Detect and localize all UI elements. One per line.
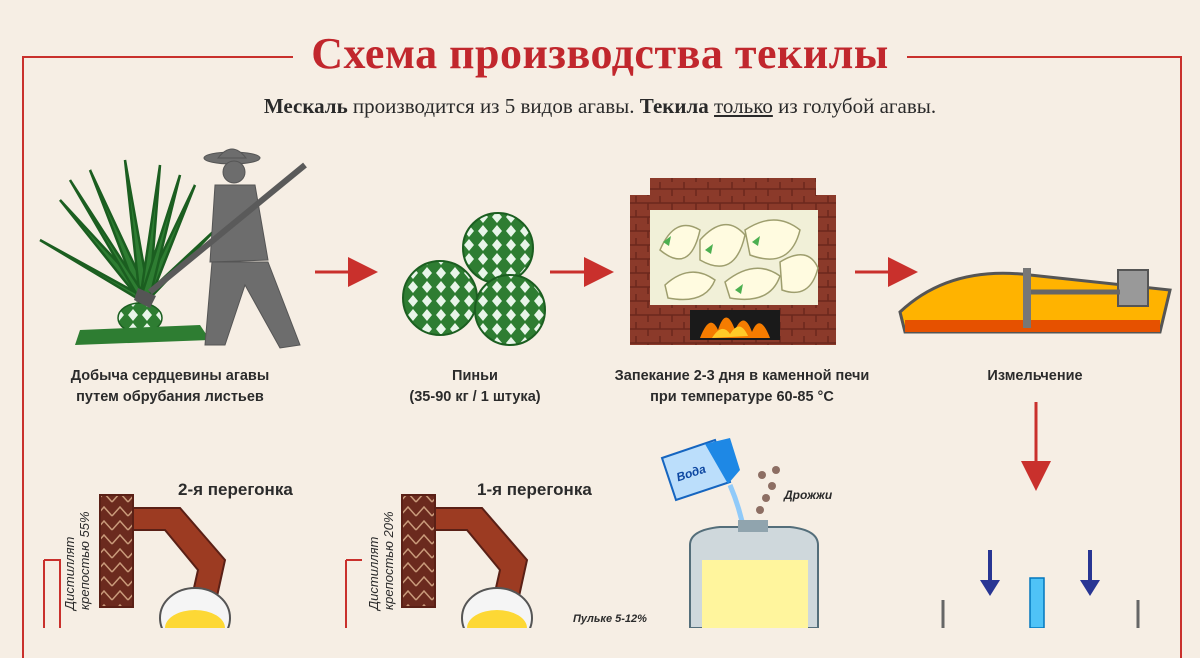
subtitle: Мескаль производится из 5 видов агавы. Т… [0, 94, 1200, 119]
stone-oven-illustration [630, 178, 836, 345]
caption-baking: Запекание 2-3 дня в каменной печи при те… [614, 368, 870, 405]
distillate-20-label: Дистиллят крепостью 20% [366, 511, 396, 610]
page-title: Схема производства текилы [0, 28, 1200, 79]
first-distillation-illustration [345, 494, 533, 628]
agave-harvest-illustration [39, 148, 307, 349]
press-illustration [941, 550, 1140, 628]
pinas-illustration [402, 212, 546, 346]
process-diagram [39, 148, 1172, 628]
subtitle-part1: производится из 5 видов агавы. [347, 94, 640, 118]
second-distillation-title: 2-я перегонка [178, 480, 293, 499]
yeast-label: Дрожжи [784, 488, 833, 502]
caption-harvest: Добыча сердцевины агавы путем обрубания … [70, 368, 270, 405]
subtitle-mezcal: Мескаль [263, 94, 348, 118]
subtitle-part2: из голубой агавы. [772, 94, 937, 118]
subtitle-only: только [714, 94, 773, 118]
caption-pinas: Пиньи (35-90 кг / 1 штука) [409, 368, 541, 405]
mill-illustration [898, 268, 1172, 334]
first-distillation-title: 1-я перегонка [477, 480, 592, 499]
subtitle-tequila: Текила [639, 94, 709, 118]
second-distillation-illustration [43, 494, 231, 628]
caption-milling: Измельчение [987, 368, 1083, 384]
pulque-label: Пульке 5-12% [573, 613, 647, 625]
fermentation-tank-illustration [660, 438, 819, 628]
distillate-55-label: Дистиллят крепостью 55% [62, 511, 92, 610]
